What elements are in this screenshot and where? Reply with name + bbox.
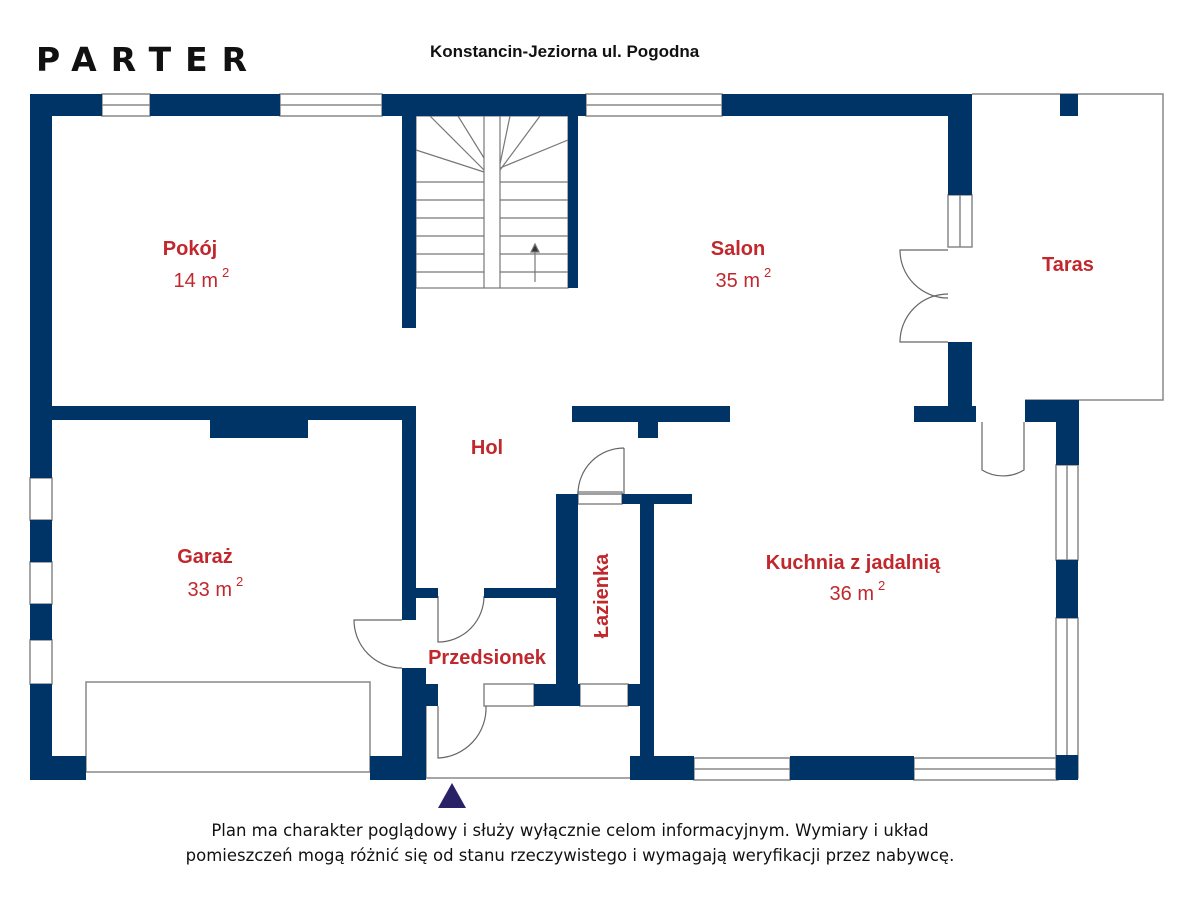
room-area-sup: 2	[236, 574, 243, 589]
room-name: Hol	[471, 437, 503, 459]
room-area-sup: 2	[764, 265, 771, 280]
room-name: Łazienka	[591, 553, 613, 638]
room-hol: Hol	[471, 437, 503, 459]
room-garaz: Garaż 33 m 2	[177, 546, 243, 601]
room-name: Garaż	[177, 546, 233, 568]
room-pokoj: Pokój 14 m 2	[163, 238, 229, 292]
staircase	[415, 115, 569, 289]
doors	[353, 249, 1025, 759]
floor-title: PARTER	[36, 40, 262, 79]
address-label: Konstancin-Jeziorna ul. Pogodna	[430, 42, 700, 61]
room-salon: Salon 35 m 2	[711, 238, 771, 292]
walls	[30, 94, 1079, 780]
room-area: 36 m	[830, 583, 874, 605]
disclaimer-line-2: pomieszczeń mogą różnić się od stanu rze…	[185, 846, 955, 865]
room-przedsionek: Przedsionek	[428, 647, 547, 669]
room-taras: Taras	[1042, 254, 1094, 276]
up-arrow-icon	[438, 783, 466, 808]
room-area: 35 m	[716, 270, 760, 292]
room-area-sup: 2	[878, 578, 885, 593]
room-lazienka: Łazienka	[591, 553, 613, 638]
disclaimer: Plan ma charakter poglądowy i służy wyłą…	[0, 818, 1140, 868]
room-area: 14 m	[174, 270, 218, 292]
room-name: Przedsionek	[428, 647, 547, 669]
room-name: Salon	[711, 238, 765, 260]
room-name: Kuchnia z jadalnią	[766, 552, 941, 574]
room-name: Taras	[1042, 254, 1094, 276]
room-name: Pokój	[163, 238, 217, 260]
room-area: 33 m	[188, 579, 232, 601]
disclaimer-line-1: Plan ma charakter poglądowy i służy wyłą…	[211, 821, 929, 840]
room-area-sup: 2	[222, 265, 229, 280]
windows	[29, 93, 1164, 781]
room-kuchnia: Kuchnia z jadalnią 36 m 2	[766, 552, 941, 605]
